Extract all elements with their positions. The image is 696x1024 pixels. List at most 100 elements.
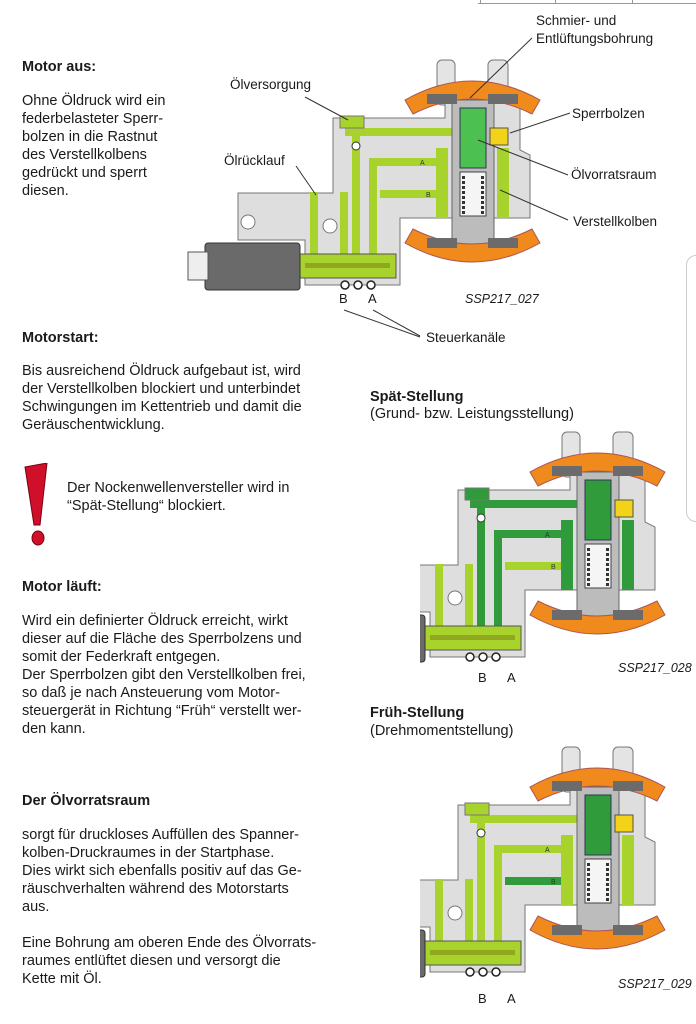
spring-coil (481, 176, 484, 179)
figure-caption: SSP217_027 (465, 292, 539, 306)
valve-spool (430, 635, 515, 640)
check-valve-ball (351, 141, 361, 151)
channel-a-vertical (494, 530, 502, 636)
spring-coil (606, 563, 609, 566)
oil-return-channel (465, 879, 473, 949)
oil-supply-vertical (477, 508, 485, 636)
port-circle (353, 280, 363, 290)
port-circle (491, 652, 501, 662)
heading-motor-laeuft: Motor läuft: (22, 579, 102, 595)
heading-motorstart: Motorstart: (22, 330, 99, 346)
text-oelvorratsraum-2: Eine Bohrung am oberen Ende des Ölvorrat… (22, 935, 317, 987)
spring-coil (587, 863, 590, 866)
channel-b (505, 562, 561, 570)
spring-coil (462, 181, 465, 184)
exclamation-icon (22, 463, 50, 547)
leader-lines (295, 37, 571, 338)
port-circle (366, 280, 376, 290)
solenoid (204, 242, 301, 291)
oil-reservoir-chamber (584, 794, 612, 856)
oil-return-channel (340, 192, 348, 262)
port-b-label: B (478, 670, 487, 685)
spring-coil (462, 196, 465, 199)
heading-oelvorratsraum: Der Ölvorratsraum (22, 793, 151, 809)
locking-pin (614, 499, 634, 518)
locking-pin (489, 127, 509, 146)
port-b-label: B (339, 291, 348, 306)
oil-supply-channel (470, 815, 582, 823)
housing-hole (447, 905, 463, 921)
oil-reservoir-chamber (459, 107, 487, 169)
channel-b (505, 877, 561, 885)
spring-coil (587, 878, 590, 881)
port-circle (465, 967, 475, 977)
spring-coil (462, 191, 465, 194)
spring-coil (587, 898, 590, 901)
spring-coil (587, 548, 590, 551)
port-a-label: A (507, 991, 516, 1006)
spring-coil (587, 583, 590, 586)
channel-a (494, 530, 566, 538)
label-schmier-entlueftungsbohrung: Schmier- und Entlüftungsbohrung (536, 13, 654, 46)
text-motor-laeuft: Wird ein definierter Öldruck erreicht, w… (22, 613, 306, 737)
port-circle (340, 280, 350, 290)
guide-pad (552, 925, 582, 935)
channel-b-label: B (551, 879, 556, 886)
channel-a-label: A (545, 532, 550, 539)
mount-hole (366, 587, 380, 601)
spring-coil (481, 196, 484, 199)
diagram-frueh-stellung: AB (366, 746, 666, 978)
port-circle (478, 652, 488, 662)
guide-pad (613, 925, 643, 935)
guide-pad (613, 466, 643, 476)
label-steuerkanaele: Steuerkanäle (426, 330, 506, 345)
chamber-a (497, 148, 509, 218)
oil-supply-inlet (464, 802, 490, 816)
channel-b-label: B (426, 192, 431, 199)
label-verstellkolben: Verstellkolben (573, 214, 658, 229)
mount-hole (240, 214, 256, 230)
text-oelvorratsraum-1: sorgt für druckloses Auffüllen des Spann… (22, 827, 302, 915)
heading-motor-aus: Motor aus: (22, 59, 97, 75)
channel-b (380, 190, 436, 198)
chamber-a (622, 835, 634, 905)
heading-frueh-stellung: Früh-Stellung (370, 705, 465, 721)
port-a-label: A (368, 291, 377, 306)
mount-hole (366, 902, 380, 916)
valve-spool (305, 263, 390, 268)
port-a-label: A (507, 670, 516, 685)
figure-caption: SSP217_028 (618, 661, 692, 675)
guide-pad (552, 781, 582, 791)
guide-pad (427, 238, 457, 248)
guide-pad (613, 610, 643, 620)
oil-return-channel (435, 564, 443, 634)
spring-coil (606, 888, 609, 891)
spring-coil (606, 883, 609, 886)
solenoid (420, 929, 426, 978)
solenoid (420, 614, 426, 663)
guide-pad (552, 610, 582, 620)
spring-coil (606, 558, 609, 561)
oil-supply-channel (470, 500, 582, 508)
spring-coil (587, 868, 590, 871)
spring-coil (481, 201, 484, 204)
channel-a (494, 845, 566, 853)
text-motor-aus: Ohne Öldruck wird ein federbelasteter Sp… (22, 93, 166, 199)
oil-reservoir-chamber (584, 479, 612, 541)
housing-hole (447, 590, 463, 606)
spring-coil (587, 883, 590, 886)
check-valve-ball (476, 828, 486, 838)
oil-return-channel (310, 192, 318, 262)
channel-b-label: B (551, 564, 556, 571)
spring-coil (462, 176, 465, 179)
spring-coil (606, 583, 609, 586)
channel-a-vertical (494, 845, 502, 951)
label-sperrbolzen: Sperrbolzen (572, 106, 645, 121)
heading-spaet-stellung: Spät-Stellung (370, 389, 464, 405)
valve-spool (430, 950, 515, 955)
spring-coil (587, 553, 590, 556)
spring-coil (606, 873, 609, 876)
diagram-spaet-stellung: AB (366, 431, 666, 663)
spring-coil (587, 888, 590, 891)
label-oelruecklauf: Ölrücklauf (224, 153, 285, 168)
